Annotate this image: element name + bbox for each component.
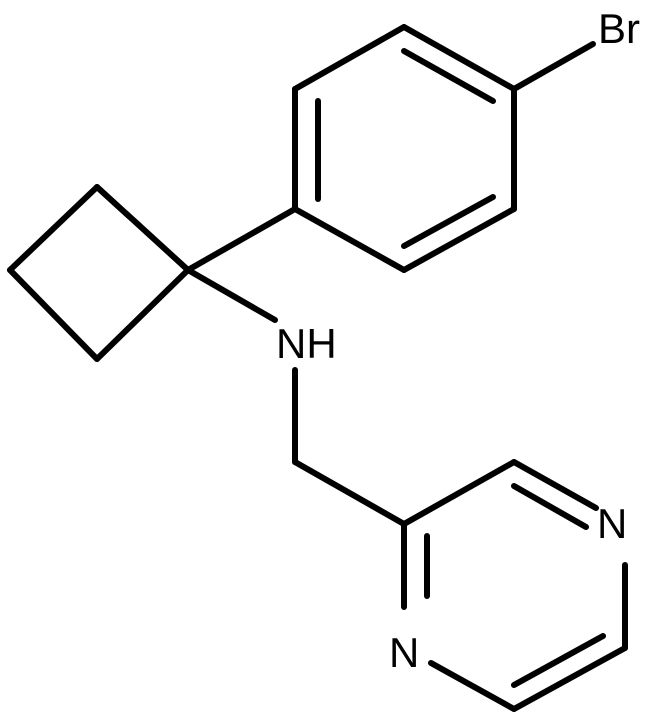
- bond-ring-to-phenyl: [185, 206, 298, 273]
- bond-pyrazine-2-inner: [511, 483, 589, 530]
- atom-label-pyrazine-n-lower: N: [389, 629, 419, 676]
- bond-phenyl-to-bromine: [511, 41, 596, 92]
- bond-ring-to-amine: [185, 267, 278, 323]
- bond-phenyl-2: [292, 24, 407, 92]
- atom-label-bromine: Br: [598, 5, 640, 52]
- bond-pyrazine-2: [511, 459, 599, 511]
- bond-pyrazine-4: [511, 645, 628, 712]
- bond-cyclobutane-3: [7, 267, 100, 362]
- bond-cyclobutane-4: [94, 267, 191, 362]
- bond-pyrazine-4-inner: [511, 633, 606, 688]
- bond-phenyl-6: [292, 206, 407, 273]
- bond-phenyl-3-inner: [401, 48, 496, 104]
- atom-label-pyrazine-n-upper: N: [597, 500, 627, 547]
- bond-methylene-to-pyrazine: [292, 459, 407, 527]
- bond-pyrazine-5: [428, 660, 517, 712]
- bond-cyclobutane-2: [7, 184, 100, 273]
- bond-phenyl-5-inner: [401, 194, 496, 249]
- bond-pyrazine-1: [401, 459, 517, 527]
- bond-phenyl-3: [401, 24, 517, 92]
- bond-cyclobutane-1: [94, 184, 191, 273]
- atom-label-amine: NH: [276, 320, 337, 367]
- bond-phenyl-5: [401, 206, 517, 273]
